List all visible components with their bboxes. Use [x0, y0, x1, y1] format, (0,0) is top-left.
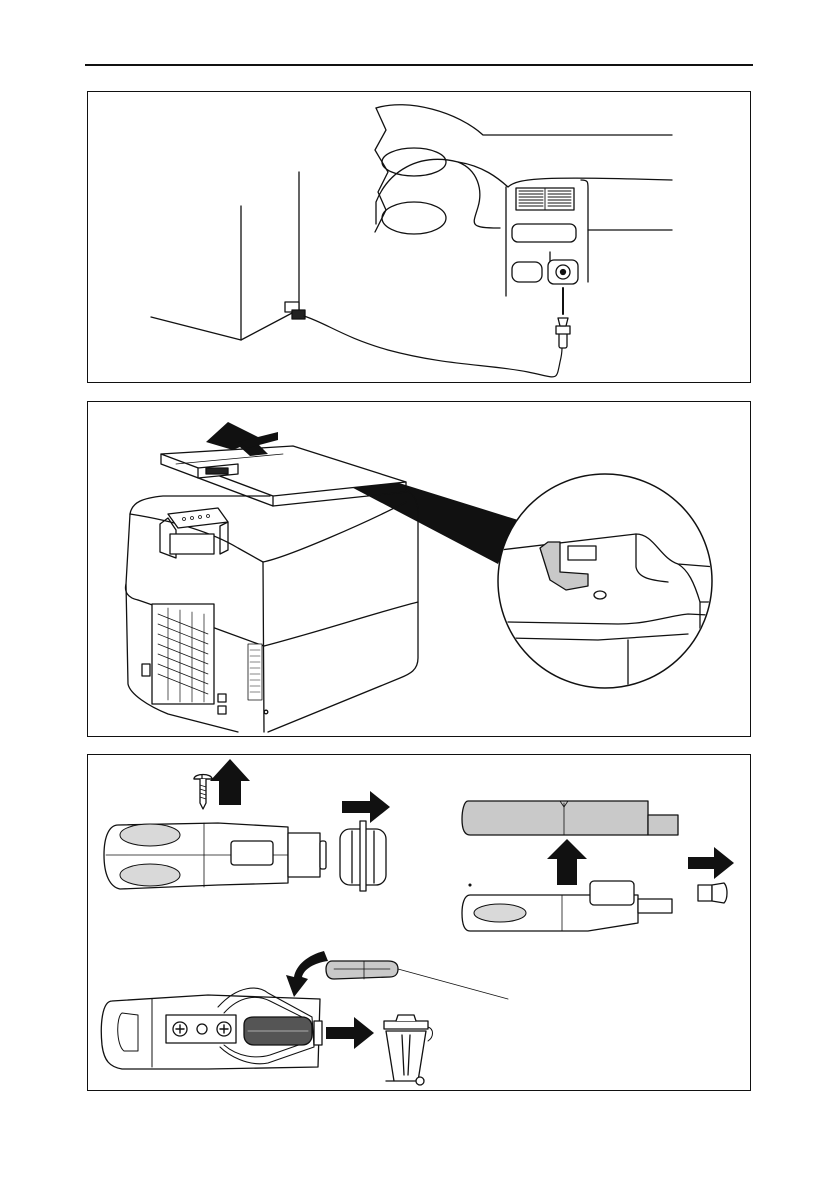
plug-top-half-illustration: [462, 801, 678, 835]
fuse-callout-line: [398, 969, 508, 999]
waste-bin-icon: [384, 1015, 433, 1085]
figure-3-drawing: [88, 755, 752, 1092]
new-fuse-icon: [326, 961, 398, 979]
figure-2-drawing: [88, 402, 752, 738]
plug-bottom-half-illustration: [462, 881, 672, 931]
fuse-installed-icon: [244, 1017, 312, 1045]
header-rule: [85, 64, 753, 66]
plug-assembled-illustration: [104, 823, 326, 889]
cooler-box-illustration: [126, 490, 419, 732]
power-cable: [304, 316, 562, 377]
end-cap-icon: [340, 821, 386, 891]
cooler-side-illustration: [151, 172, 299, 340]
arrow-right-icon-3: [326, 1017, 374, 1049]
magnifier-inset: [498, 474, 728, 692]
arrow-up-icon-2: [547, 839, 587, 885]
cooler-socket-plug-icon: [285, 302, 305, 319]
small-end-piece-icon: [698, 883, 727, 903]
figure-1-drawing: [88, 92, 752, 384]
figure-1-connection: [87, 91, 751, 383]
car-12v-plug-icon: [556, 288, 570, 348]
figure-2-lid: [87, 401, 751, 737]
arrow-up-icon: [210, 759, 250, 805]
arrow-right-icon-2: [688, 847, 734, 879]
curved-arrow-icon: [286, 951, 328, 997]
screw-icon: [194, 775, 212, 810]
arrow-right-icon: [342, 791, 390, 823]
figure-3-fuse-replacement: [87, 754, 751, 1091]
car-dashboard-illustration: [375, 105, 672, 296]
